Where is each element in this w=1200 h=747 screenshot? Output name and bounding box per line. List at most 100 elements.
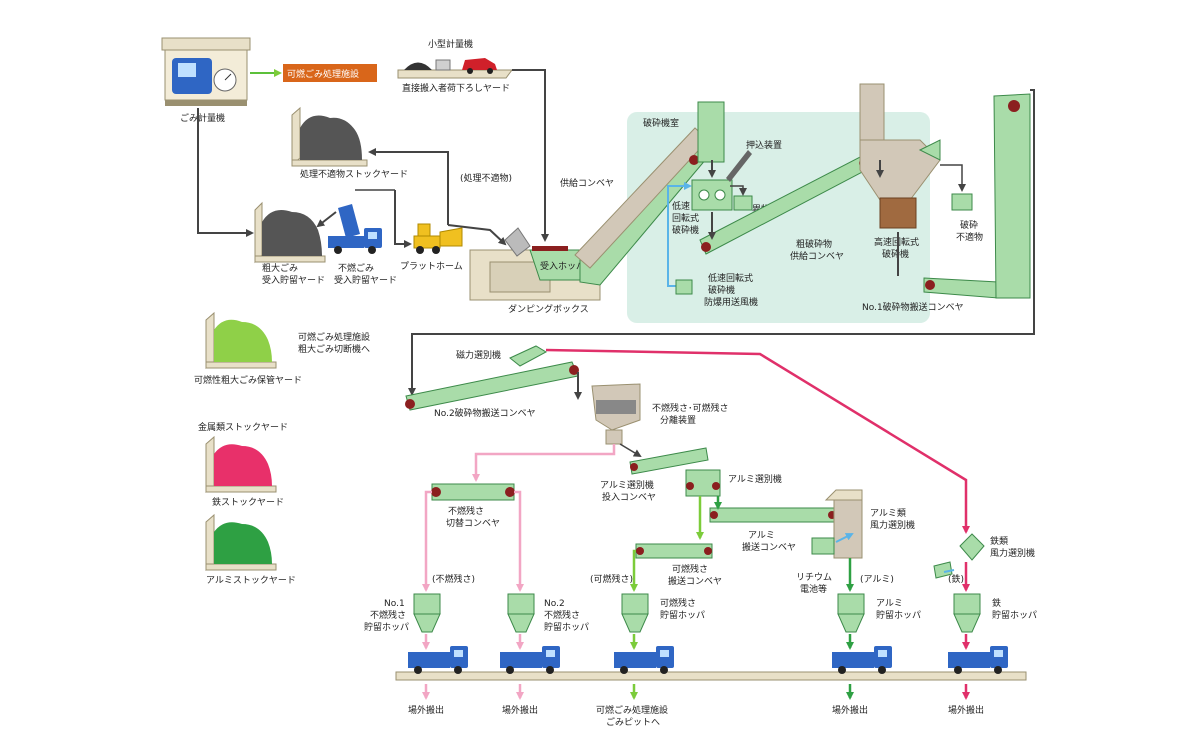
combustible-facility-label: 可燃ごみ処理施設: [287, 68, 359, 80]
iron-wind-label-2: 風力選別機: [990, 547, 1035, 559]
hp2-label-2: 不燃残さ: [544, 609, 580, 621]
line-switch-to-hp2: [514, 490, 524, 592]
unsuitable-label: (処理不適物): [460, 172, 512, 184]
arrow-foreign: [730, 185, 747, 196]
lithium-label-2: 電池等: [800, 583, 827, 595]
direct-unload-yard: [397, 58, 513, 79]
hp1-label-1: No.1: [384, 599, 405, 609]
low-speed-label-3: 破砕機: [672, 224, 699, 236]
no2-conveyor: [405, 361, 579, 411]
direct-yard-label: 直接搬入者荷下ろしヤード: [402, 82, 510, 94]
high-speed-crusher: [859, 83, 941, 229]
out-label-4: 場外搬出: [832, 704, 868, 716]
tag-comb: (可燃残さ): [590, 573, 633, 585]
comb-residue-conveyor: [635, 543, 713, 559]
hp3-label-2: 貯留ホッパ: [660, 609, 705, 621]
line-comb-conv-to-hp3: [630, 549, 638, 592]
alu-wind-sorter: [811, 489, 863, 559]
tag-iron: (鉄): [948, 573, 964, 585]
combustible-facility-badge: [283, 64, 377, 82]
platform-label: プラットホーム: [400, 261, 463, 272]
hopper-iron: [953, 593, 981, 633]
line-no1-to-no2: [408, 89, 1035, 396]
bulky-yard-label-2: 受入貯留ヤード: [262, 274, 325, 286]
hp4-label-2: 貯留ホッパ: [876, 609, 921, 621]
noncombustible-truck: [328, 204, 382, 254]
comb-bulky-note-1: 可燃ごみ処理施設: [298, 331, 370, 343]
comb-res-conv-label-1: 可燃残さ: [672, 563, 708, 575]
alu-feed-label-2: 投入コンベヤ: [602, 491, 656, 503]
combustible-bulky-yard: [205, 311, 277, 369]
pusher-label: 押込装置: [746, 139, 782, 151]
line-yard-to-platform: [394, 190, 412, 248]
line-direct-to-hopper: [512, 69, 549, 242]
truck-5: [948, 646, 1008, 674]
blower-label-3: 防爆用送風機: [704, 296, 758, 308]
alu-wind-label-2: 風力選別機: [870, 519, 915, 531]
line-scale-to-bulky: [197, 108, 254, 237]
metal-yard-label: 金属類ストックヤード: [198, 421, 288, 433]
hp1-label-3: 貯留ホッパ: [364, 621, 409, 633]
small-scale-label: 小型計量機: [428, 38, 473, 50]
hp5-label-2: 貯留ホッパ: [992, 609, 1037, 621]
arrow-iron-wind-blue: [943, 569, 955, 573]
hp2-label-1: No.2: [544, 599, 565, 609]
arrow-truck-to-bulky: [316, 211, 337, 228]
iron-stock-yard: [205, 435, 277, 493]
alu-conv-label-1: アルミ: [748, 531, 775, 541]
scale-house: [161, 37, 251, 106]
blower-label-1: 低速回転式: [708, 272, 753, 284]
alu-yard-label: アルミストックヤード: [206, 575, 296, 586]
tag-noncomb: (不燃残さ): [432, 573, 475, 585]
hopper-label: 受入ホッパ: [540, 260, 585, 272]
crush-unsuitable-bin: [951, 193, 973, 211]
scale-house-label: ごみ計量機: [180, 112, 225, 124]
separator-label-1: 不燃残さ･可燃残さ: [652, 402, 729, 414]
no1-conveyor: [923, 93, 1031, 299]
truck-3: [614, 646, 674, 674]
arrow-alu-wind-blue: [835, 533, 854, 543]
unsuitable-yard-label: 処理不適物ストックヤード: [300, 168, 408, 180]
hp4-label-1: アルミ: [876, 599, 903, 609]
truck-2: [500, 646, 560, 674]
unsuitable-stock-yard: [291, 106, 368, 167]
alu-wind-label-1: アルミ類: [870, 508, 906, 519]
lithium-label-1: リチウム: [796, 572, 832, 583]
alu-sorter: [685, 469, 721, 497]
no2-conveyor-label: No.2破砕物搬送コンベヤ: [434, 407, 536, 419]
noncomb-yard-label-2: 受入貯留ヤード: [334, 274, 397, 286]
low-speed-crusher: [691, 101, 752, 211]
line-noncomb-residue: [472, 444, 616, 482]
no1-conveyor-label: No.1破砕物搬送コンベヤ: [862, 301, 964, 313]
iron-yard-label: 鉄ストックヤード: [212, 496, 284, 508]
bulky-receiving-yard: [254, 201, 326, 264]
truck-4: [832, 646, 892, 674]
hp2-label-3: 貯留ホッパ: [544, 621, 589, 633]
coarse-conv-label-2: 供給コンベヤ: [790, 250, 844, 262]
alu-feed-conveyor: [629, 447, 709, 475]
hopper-alu: [837, 593, 865, 633]
switch-conv-label-1: 不燃残さ: [448, 505, 484, 517]
alu-sorter-label: アルミ選別機: [728, 473, 782, 485]
alu-stock-yard: [205, 513, 277, 571]
line-iron: [545, 348, 970, 534]
blower: [675, 279, 693, 295]
foreign-material-bin: [733, 195, 753, 211]
out-label-2: 場外搬出: [502, 704, 538, 716]
low-speed-label-2: 回転式: [672, 212, 699, 224]
dumping-box-label: ダンピングボックス: [508, 303, 589, 315]
comb-bulky-yard-label: 可燃性粗大ごみ保管ヤード: [194, 374, 302, 386]
coarse-conv-label-1: 粗破砕物: [796, 238, 832, 250]
line-switch-to-hp1: [422, 490, 432, 592]
line-unsuitable-return: [368, 148, 449, 225]
iron-wind-label-1: 鉄類: [990, 535, 1008, 547]
iron-wind-sorter: [933, 533, 985, 579]
blower-label-2: 破砕機: [708, 284, 735, 296]
residue-separator: [591, 383, 641, 445]
truck-1: [408, 646, 468, 674]
magnetic-separator: [509, 345, 548, 367]
comb-res-conv-label-2: 搬送コンベヤ: [668, 575, 722, 587]
hopper-no1-noncomb: [413, 593, 441, 633]
hopper-no2-noncomb: [507, 593, 535, 633]
separator-label-2: 分離装置: [660, 414, 696, 426]
